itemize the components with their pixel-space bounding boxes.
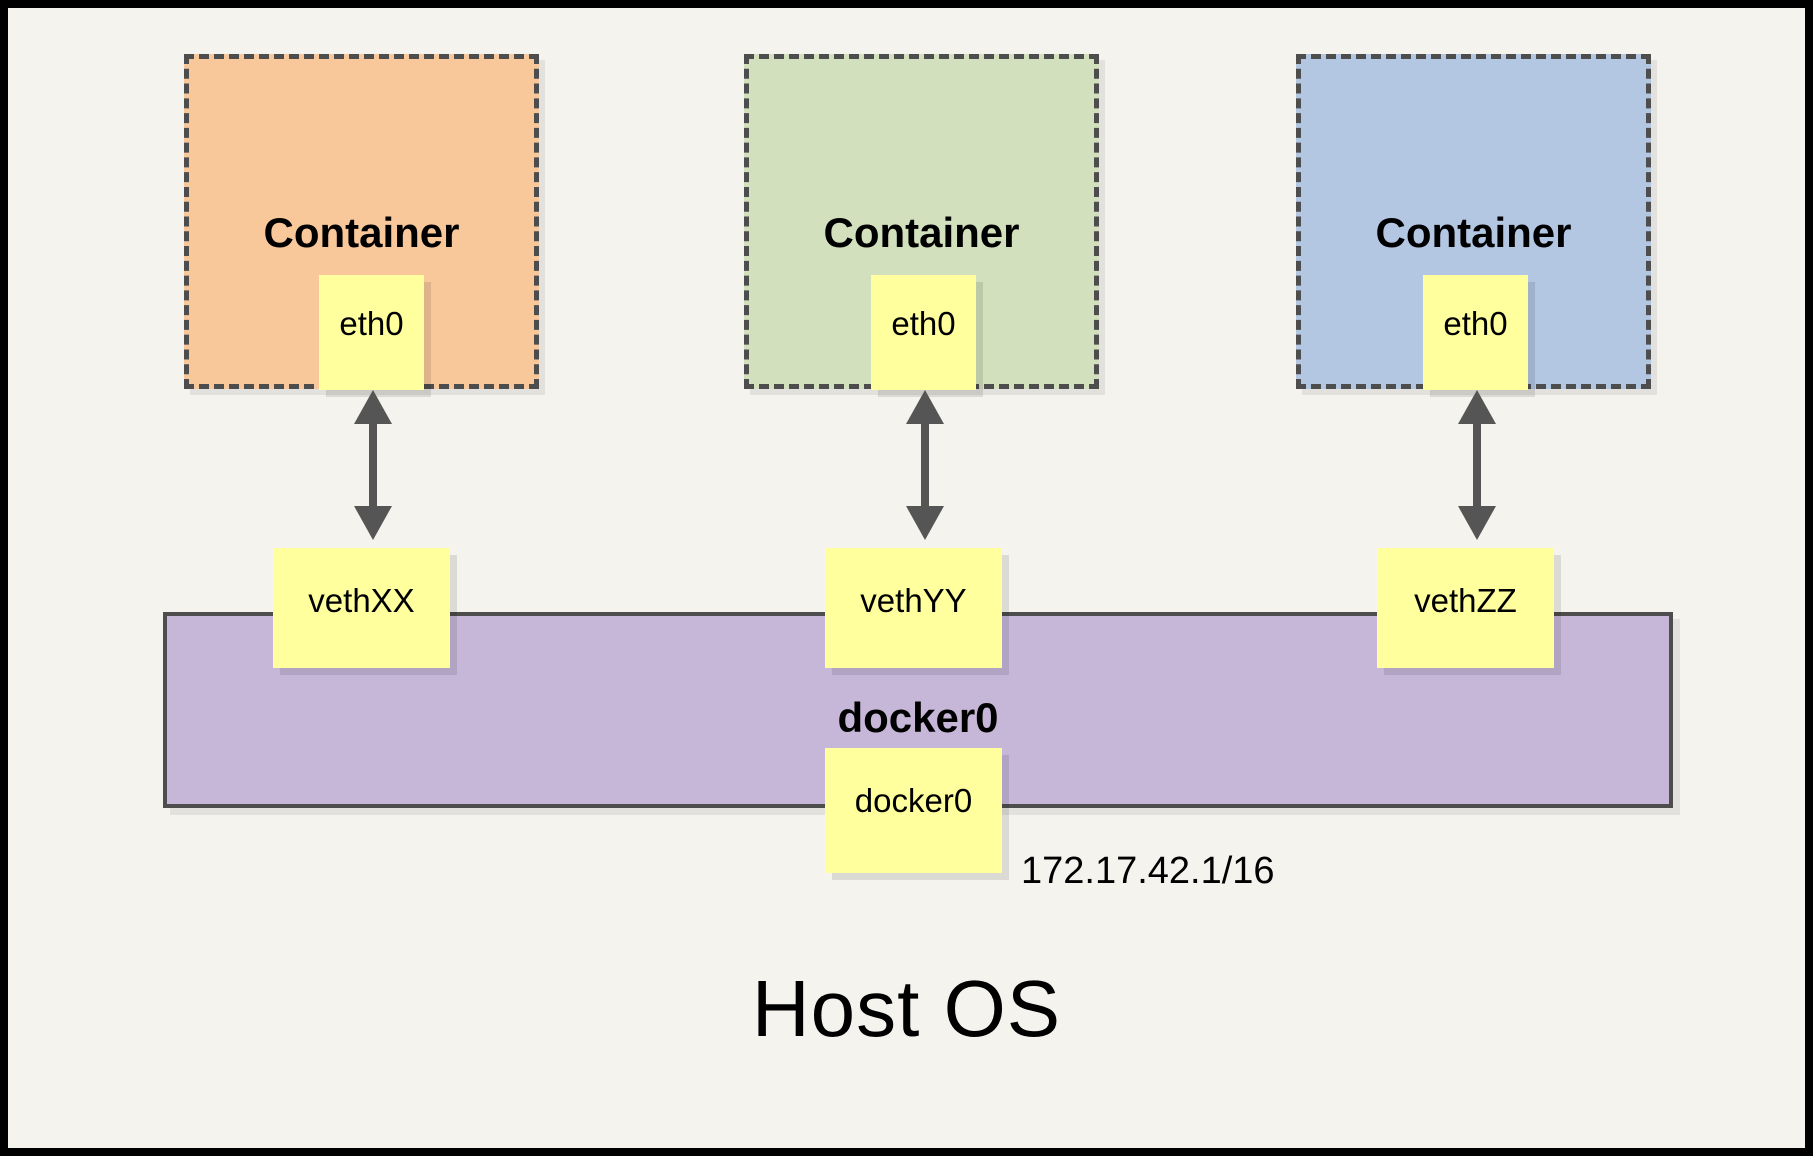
container-eth0-box-1: eth0 bbox=[319, 275, 424, 390]
docker0-interface-box: docker0 bbox=[825, 748, 1002, 873]
docker0-ip-label: 172.17.42.1/16 bbox=[1021, 850, 1275, 892]
arrow-eth0-to-vethxx bbox=[354, 390, 392, 540]
container-eth0-box-2: eth0 bbox=[871, 275, 976, 390]
veth-box-vethyy: vethYY bbox=[825, 548, 1002, 668]
docker0-bridge-title: docker0 bbox=[837, 694, 999, 741]
container-title-3: Container bbox=[1375, 209, 1572, 256]
container-title-2: Container bbox=[823, 209, 1020, 256]
arrow-eth0-to-vethzz bbox=[1458, 390, 1496, 540]
veth-box-vethzz: vethZZ bbox=[1377, 548, 1554, 668]
container-title-1: Container bbox=[263, 209, 460, 256]
host-os-label: Host OS bbox=[751, 964, 1062, 1053]
arrow-eth0-to-vethyy bbox=[906, 390, 944, 540]
veth-box-vethxx: vethXX bbox=[273, 548, 450, 668]
diagram-inner-canvas: Container eth0 Container eth0 Container … bbox=[8, 8, 1805, 1148]
container-eth0-box-3: eth0 bbox=[1423, 275, 1528, 390]
